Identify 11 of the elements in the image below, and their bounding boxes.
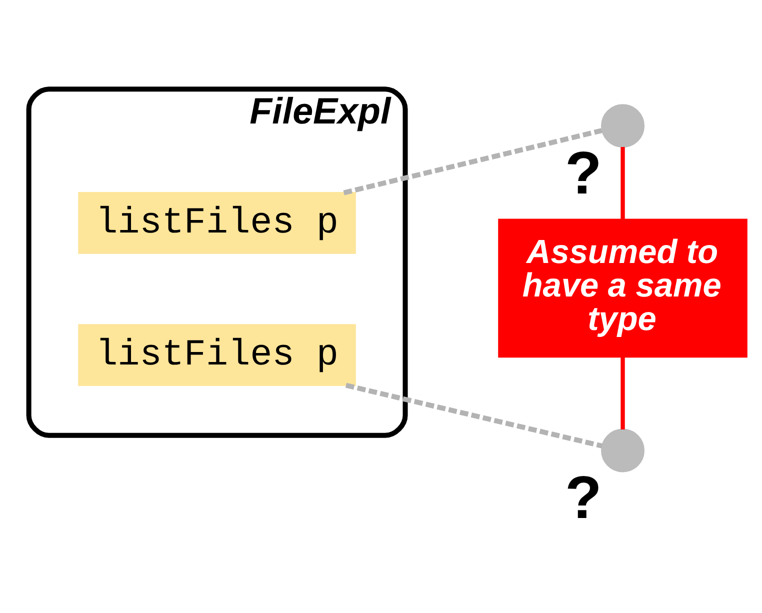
node-circle: [601, 428, 645, 472]
connector: [620, 356, 625, 430]
node-label: ?: [565, 138, 602, 206]
node-label: ?: [565, 462, 602, 530]
connector: [620, 146, 625, 219]
connector: [345, 382, 603, 448]
node-box: listFiles p: [78, 324, 356, 386]
node-box: listFiles p: [78, 191, 356, 254]
connector: [343, 128, 602, 195]
node-box: Assumed to have a same type: [498, 218, 748, 358]
node-circle: [601, 104, 645, 148]
